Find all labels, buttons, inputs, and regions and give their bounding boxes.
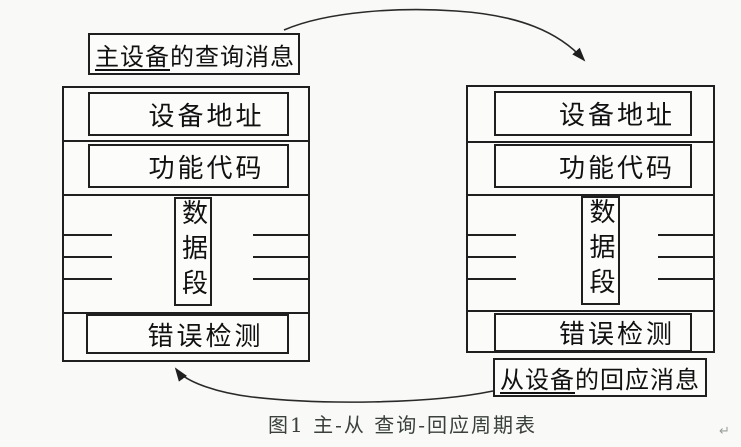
master-data-segment-field: 数据段: [174, 197, 212, 306]
slave-error-check-field: 错误检测: [494, 313, 692, 352]
master-message-frame: 设备地址 功能代码 数据段 错误检测: [62, 86, 310, 362]
figure-caption: 图1 主-从 查询-回应周期表: [268, 413, 537, 437]
data-ellipsis-line: [658, 278, 713, 280]
data-ellipsis-line: [64, 234, 112, 236]
slave-response-label: 从设备的回应消息: [493, 358, 707, 397]
frame-divider: [468, 310, 713, 312]
data-ellipsis-line: [468, 256, 516, 258]
response-arrow: [174, 367, 494, 403]
frame-divider: [64, 194, 308, 196]
data-ellipsis-line: [253, 278, 308, 280]
data-ellipsis-line: [64, 256, 112, 258]
frame-divider: [468, 194, 713, 196]
data-ellipsis-line: [658, 234, 713, 236]
master-device-address-field: 设备地址: [88, 92, 289, 136]
slave-function-code-field: 功能代码: [494, 144, 692, 188]
data-ellipsis-line: [468, 278, 516, 280]
query-arrow: [283, 8, 586, 62]
frame-divider: [64, 140, 308, 142]
master-query-label-underlined: 主设备: [95, 42, 170, 71]
data-ellipsis-line: [253, 234, 308, 236]
master-query-label-rest: 的查询消息: [170, 42, 295, 71]
slave-data-segment-field: 数据段: [581, 196, 620, 305]
slave-response-label-underlined: 从设备: [500, 366, 575, 394]
master-query-label: 主设备的查询消息: [88, 33, 300, 75]
frame-divider: [64, 312, 308, 314]
data-ellipsis-line: [64, 278, 112, 280]
master-error-check-field: 错误检测: [86, 314, 289, 354]
paragraph-mark: ↵: [719, 424, 730, 439]
data-ellipsis-line: [658, 256, 713, 258]
frame-divider: [468, 141, 713, 143]
slave-device-address-field: 设备地址: [494, 91, 692, 136]
slave-response-label-rest: 的回应消息: [575, 366, 700, 394]
data-ellipsis-line: [468, 234, 516, 236]
data-ellipsis-line: [253, 256, 308, 258]
master-function-code-field: 功能代码: [88, 144, 289, 188]
slave-message-frame: 设备地址 功能代码 数据段 错误检测: [466, 85, 715, 353]
